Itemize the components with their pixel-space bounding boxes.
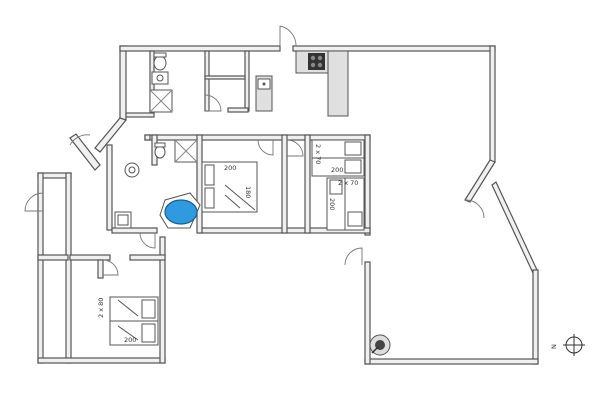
pillow [347,211,363,227]
main-bathroom [114,139,201,229]
bed-1-width: 180 [244,186,252,198]
shower-icon [174,139,198,163]
fireplace-icon [369,334,391,356]
bathtub-icon [164,199,198,225]
kitchen [255,50,349,117]
sink-icon [114,211,132,229]
pillow [344,159,362,174]
compass-icon: N [550,334,585,356]
pillow [204,187,215,209]
door-bedroom-1 [257,139,274,156]
pillow [344,141,362,156]
bed-2-width: 2 x 70 [314,144,322,164]
kitchen-counter-right [327,50,349,117]
bed-3-width: 2 x 70 [338,179,358,187]
pillow [204,164,215,186]
bedroom-3: 2 x 70 200 [326,177,365,231]
annex-bathroom [149,52,173,113]
door-side [24,192,44,212]
toilet-icon [153,52,167,71]
bed-2-length: 200 [331,166,343,174]
bed-1-length: 200 [224,164,236,172]
sink-icon [257,78,271,90]
bedroom-1: 200 180 [201,161,258,213]
shower-icon [149,89,173,113]
door-utility [204,94,222,112]
bed-4-width: 2 x 80 [97,298,105,318]
door-terrace [465,199,485,219]
door-hall [139,232,156,249]
bed-4-length: 200 [124,336,136,344]
door-entrance-left [69,134,91,146]
door-bedroom-2 [286,139,304,157]
sink-icon [151,71,169,85]
pillow [141,299,156,319]
bed-3-length: 200 [328,198,336,210]
stove-icon [308,53,325,70]
compass-north-label: N [550,344,558,349]
pillow [329,179,343,195]
pillow [141,323,156,343]
door-entry-top [279,25,297,47]
doors [24,25,485,276]
toilet-icon [154,142,166,159]
outer-walls [37,45,539,365]
sink-icon [124,162,140,178]
door-living [344,247,363,266]
bedroom-4: 2 x 80 200 [97,296,159,346]
bedroom-2: 2 x 70 200 [311,139,365,177]
door-bedroom-4 [102,259,119,276]
